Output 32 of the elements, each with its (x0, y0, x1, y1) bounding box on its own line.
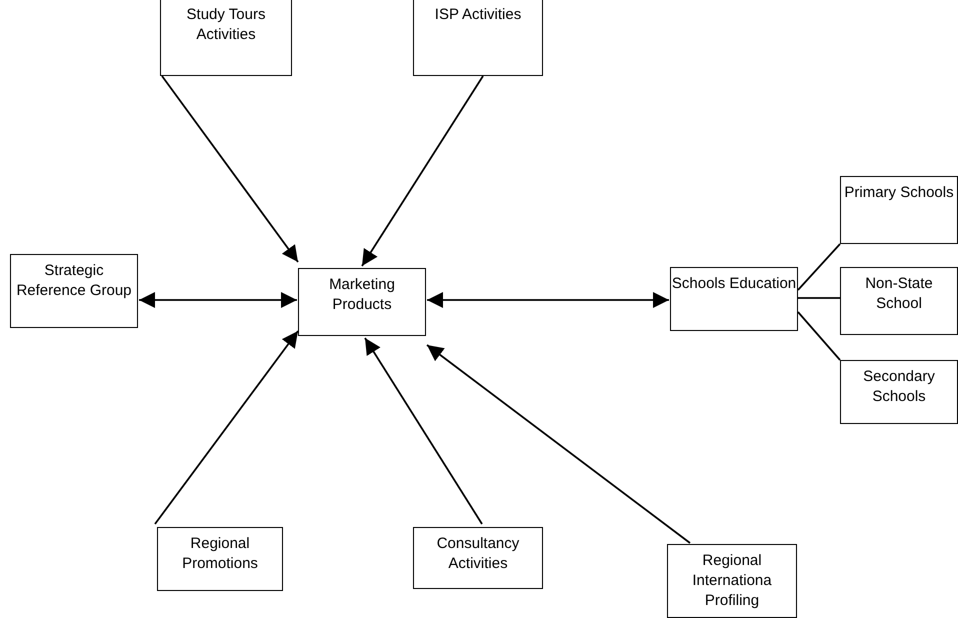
process-box (670, 267, 798, 331)
process-box (840, 267, 958, 335)
arrow (161, 75, 299, 263)
arrow (139, 292, 297, 308)
process-box (667, 544, 797, 618)
box-label: Regional Internationa Profiling (691, 551, 773, 611)
box-label: Study Tours Activities (186, 5, 266, 45)
process-box (157, 527, 283, 591)
arrow (426, 344, 691, 544)
connector-line (798, 297, 840, 299)
process-box (413, 0, 543, 76)
arrow (154, 330, 299, 525)
connector-line (797, 311, 841, 361)
process-box (298, 268, 426, 336)
box-label: Regional Promotions (181, 534, 259, 574)
box-label: Strategic Reference Group (15, 261, 133, 301)
process-box (160, 0, 292, 76)
process-box (840, 176, 958, 244)
process-box (840, 360, 958, 424)
process-box (10, 254, 138, 328)
box-label: Non-State School (864, 274, 934, 314)
process-box (413, 527, 543, 589)
box-label: Secondary Schools (862, 367, 936, 407)
connector-line (797, 243, 841, 291)
box-label: Primary Schools (844, 183, 954, 203)
box-label: Marketing Products (328, 275, 396, 315)
arrow (427, 292, 669, 308)
box-label: Schools Education (672, 274, 796, 294)
arrow (361, 76, 484, 266)
box-label: ISP Activities (434, 5, 522, 25)
arrow (364, 338, 483, 524)
box-label: Consultancy Activities (436, 534, 520, 574)
